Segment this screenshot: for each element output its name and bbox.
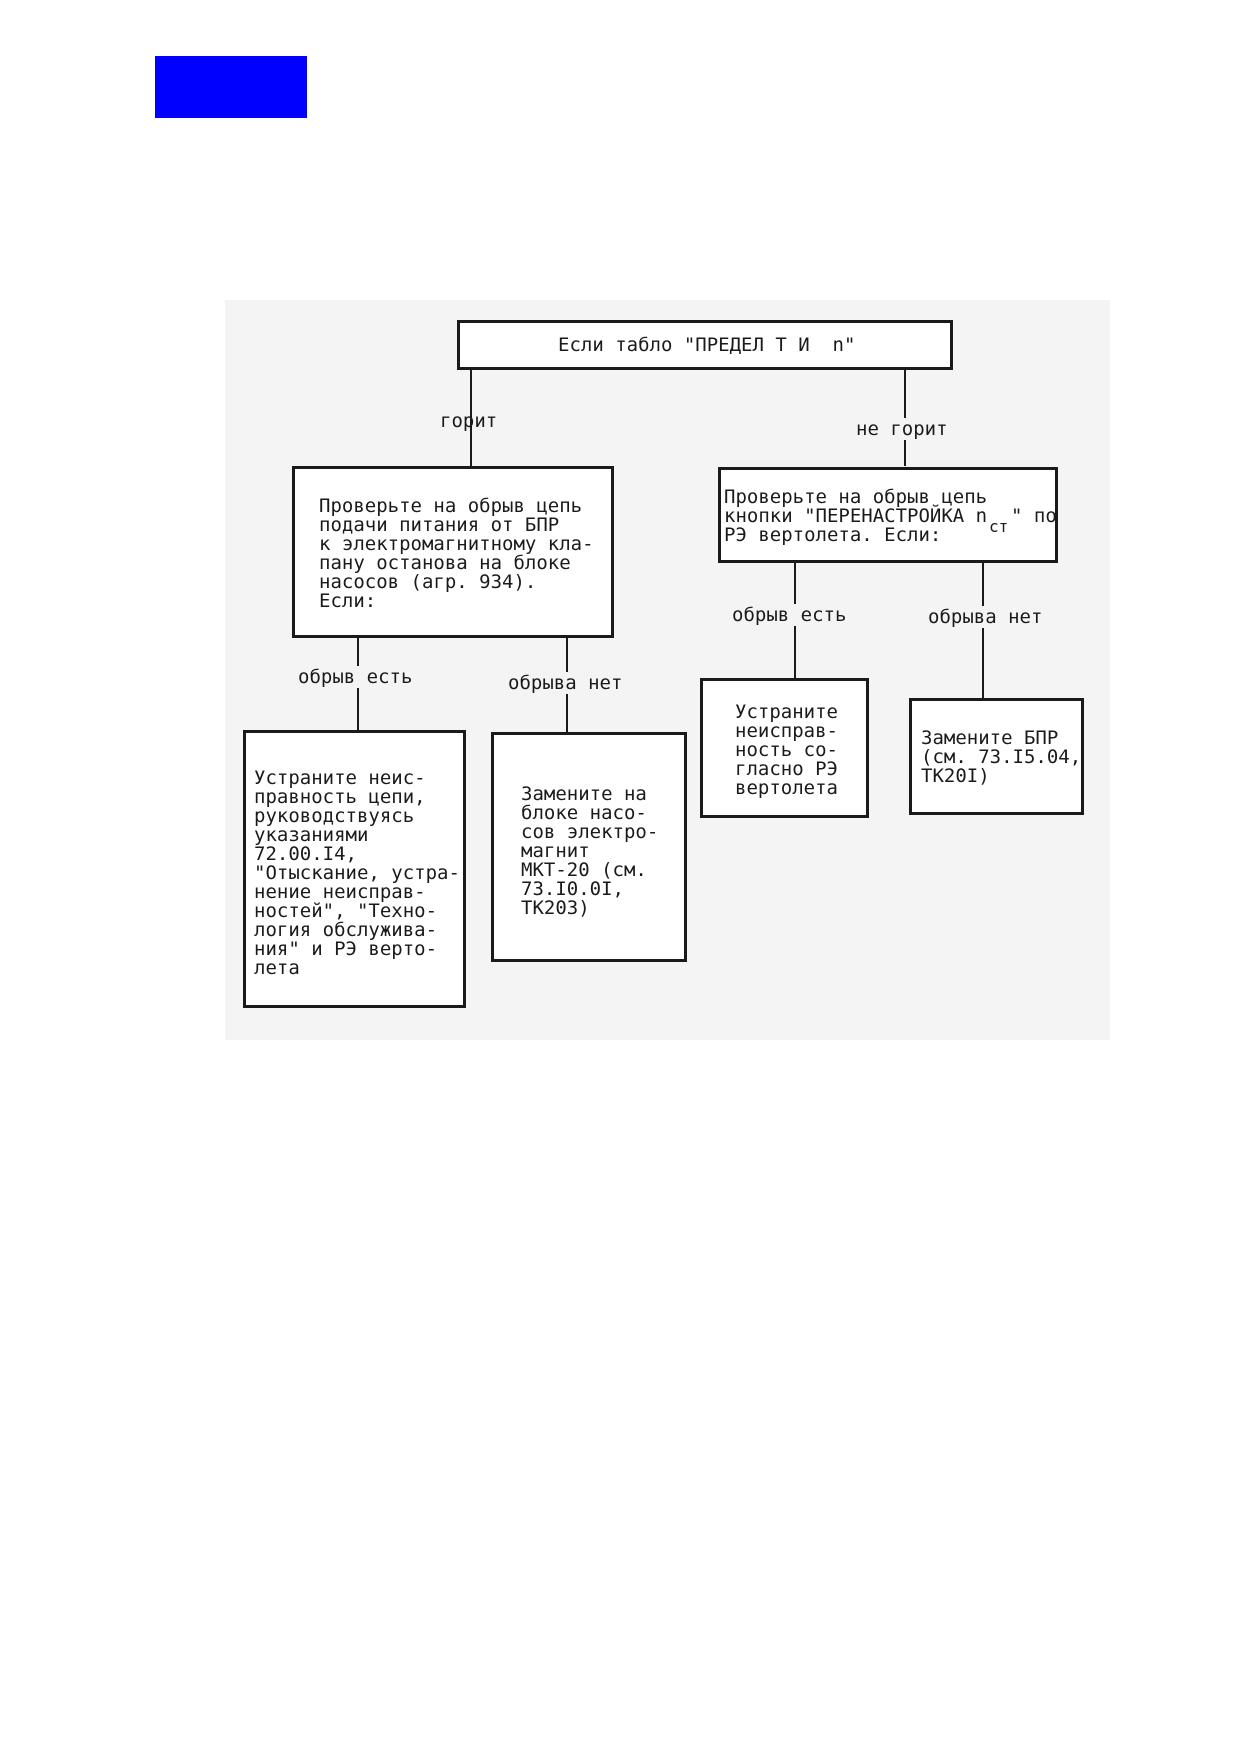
- connector-root-right: [904, 368, 906, 466]
- leaf-repair-circuit-box: Устраните неис- правность цепи, руководс…: [243, 730, 466, 1008]
- right-check-line2-end: " по: [1011, 505, 1057, 527]
- right-check-box: Проверьте на обрыв цепь кнопки "ПЕРЕНАСТ…: [718, 467, 1058, 563]
- leaf-replace-bpr-text: Замените БПР (см. 73.I5.04, ТК20I): [921, 727, 1082, 787]
- edge-label-right-break-yes: обрыв есть: [732, 604, 847, 626]
- right-check-subscript: ст: [989, 517, 1009, 536]
- leaf-repair-fault-box: Устраните неисправ- ность со- гласно РЭ …: [700, 678, 869, 818]
- root-condition-text: Если табло "ПРЕДЕЛ Т И n": [558, 334, 856, 356]
- leaf-replace-magnet-text: Замените на блоке насо- сов электро- маг…: [521, 783, 659, 919]
- left-check-text: Проверьте на обрыв цепь подачи питания о…: [319, 495, 594, 612]
- right-check-line2: кнопки "ПЕРЕНАСТРОЙКА n: [724, 505, 988, 527]
- edge-label-right-break-no: обрыва нет: [928, 606, 1043, 628]
- leaf-repair-fault-text: Устраните неисправ- ность со- гласно РЭ …: [735, 701, 838, 799]
- leaf-replace-magnet-box: Замените на блоке насо- сов электро- маг…: [491, 732, 687, 962]
- right-check-line1: Проверьте на обрыв цепь: [724, 486, 988, 508]
- edge-label-not-lit: не горит: [856, 418, 948, 440]
- edge-label-left-break-no: обрыва нет: [508, 672, 623, 694]
- redaction-block: [155, 56, 307, 118]
- left-check-box: Проверьте на обрыв цепь подачи питания о…: [292, 466, 614, 638]
- connector-right-no: [982, 562, 984, 700]
- edge-label-left-break-yes: обрыв есть: [298, 666, 413, 688]
- edge-label-lit: горит: [440, 410, 498, 432]
- connector-root-left: [470, 368, 472, 466]
- right-check-line3: РЭ вертолета. Если:: [724, 524, 942, 546]
- leaf-replace-bpr-box: Замените БПР (см. 73.I5.04, ТК20I): [909, 698, 1084, 815]
- leaf-repair-circuit-text: Устраните неис- правность цепи, руководс…: [254, 767, 460, 979]
- root-condition-box: Если табло "ПРЕДЕЛ Т И n": [457, 320, 953, 370]
